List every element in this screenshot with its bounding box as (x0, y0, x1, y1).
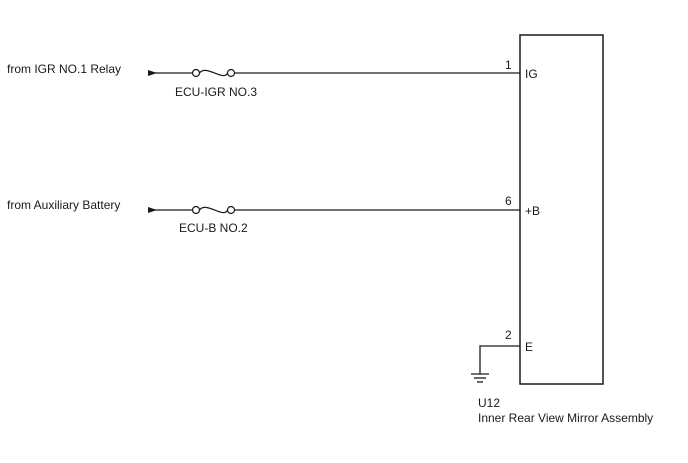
pin-number: 1 (505, 58, 512, 72)
ground-icon (471, 373, 489, 383)
circuit-b (148, 205, 520, 215)
fuse-label: ECU-IGR NO.3 (175, 85, 258, 99)
fuse-label: ECU-B NO.2 (179, 221, 248, 235)
source-label: from Auxiliary Battery (7, 198, 121, 212)
pin-number: 2 (505, 328, 512, 342)
terminal-label: E (525, 340, 534, 354)
terminal-label: IG (525, 67, 538, 81)
fuse-symbol-icon (191, 68, 236, 78)
pin-number: 6 (505, 194, 512, 208)
terminal-label: +B (525, 204, 541, 218)
component-name: Inner Rear View Mirror Assembly (478, 411, 654, 425)
component-code: U12 (478, 396, 501, 410)
circuit-ig (148, 68, 520, 78)
source-label: from IGR NO.1 Relay (7, 62, 122, 76)
circuit-e (471, 345, 520, 383)
fuse-symbol-icon (191, 205, 236, 215)
wire (479, 345, 520, 374)
